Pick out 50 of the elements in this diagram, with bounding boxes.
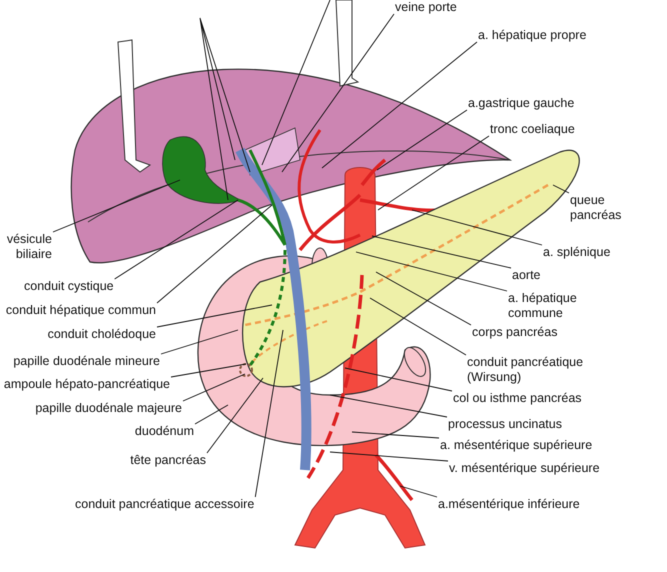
part-label: aorte xyxy=(512,268,540,283)
part-label: conduit cystique xyxy=(24,279,114,294)
part-label: a.mésentérique inférieure xyxy=(438,497,580,512)
leader-line xyxy=(352,432,440,438)
part-label: papille duodénale majeure xyxy=(0,401,182,416)
part-label: ampoule hépato-pancréatique xyxy=(0,377,170,392)
part-label: tronc coeliaque xyxy=(490,122,575,137)
part-label: v. mésentérique supérieure xyxy=(449,461,600,476)
part-label: conduit pancréatique accessoire xyxy=(75,497,254,512)
part-label: conduit cholédoque xyxy=(0,327,156,342)
leader-line xyxy=(52,180,180,232)
leader-line xyxy=(376,272,472,326)
part-label: vésicule biliaire xyxy=(0,232,52,262)
part-label: a. hépatique propre xyxy=(478,28,586,43)
part-label: corps pancréas xyxy=(472,325,558,340)
part-label: a. hépatique commune xyxy=(508,291,588,321)
part-label: conduit hépatique commun xyxy=(0,303,156,318)
leader-line xyxy=(372,236,512,268)
part-label: a. mésentérique supérieure xyxy=(440,438,592,453)
leader-line xyxy=(552,184,570,194)
leader-line xyxy=(356,252,508,292)
leader-line xyxy=(412,210,542,246)
part-label: duodénum xyxy=(0,424,194,439)
part-label: a.gastrique gauche xyxy=(468,96,574,111)
leader-line xyxy=(330,394,448,418)
leader-line xyxy=(156,204,272,304)
leader-line xyxy=(114,200,238,280)
leader-line xyxy=(378,136,490,210)
part-label: processus uncinatus xyxy=(448,417,562,432)
leader-line xyxy=(182,374,246,402)
leader-line xyxy=(254,330,284,498)
leader-line xyxy=(160,330,238,354)
part-label: col ou isthme pancréas xyxy=(453,391,582,406)
part-label: queue pancréas xyxy=(570,193,632,223)
leader-line xyxy=(322,42,478,168)
leader-line xyxy=(370,298,466,356)
part-label: papille duodénale mineure xyxy=(0,354,160,369)
leader-line xyxy=(194,404,228,424)
leader-line xyxy=(170,364,246,378)
leader-line xyxy=(206,378,264,454)
leader-line xyxy=(400,486,438,498)
part-label: a. splénique xyxy=(543,245,610,260)
leader-line xyxy=(330,452,448,462)
part-label: tête pancréas xyxy=(0,453,206,468)
part-label: veine porte xyxy=(395,0,457,15)
leader-line xyxy=(282,14,394,172)
leader-line xyxy=(156,304,272,328)
leader-line xyxy=(376,110,468,170)
leader-line xyxy=(344,368,452,392)
part-label: conduit pancréatique (Wirsung) xyxy=(467,355,602,385)
